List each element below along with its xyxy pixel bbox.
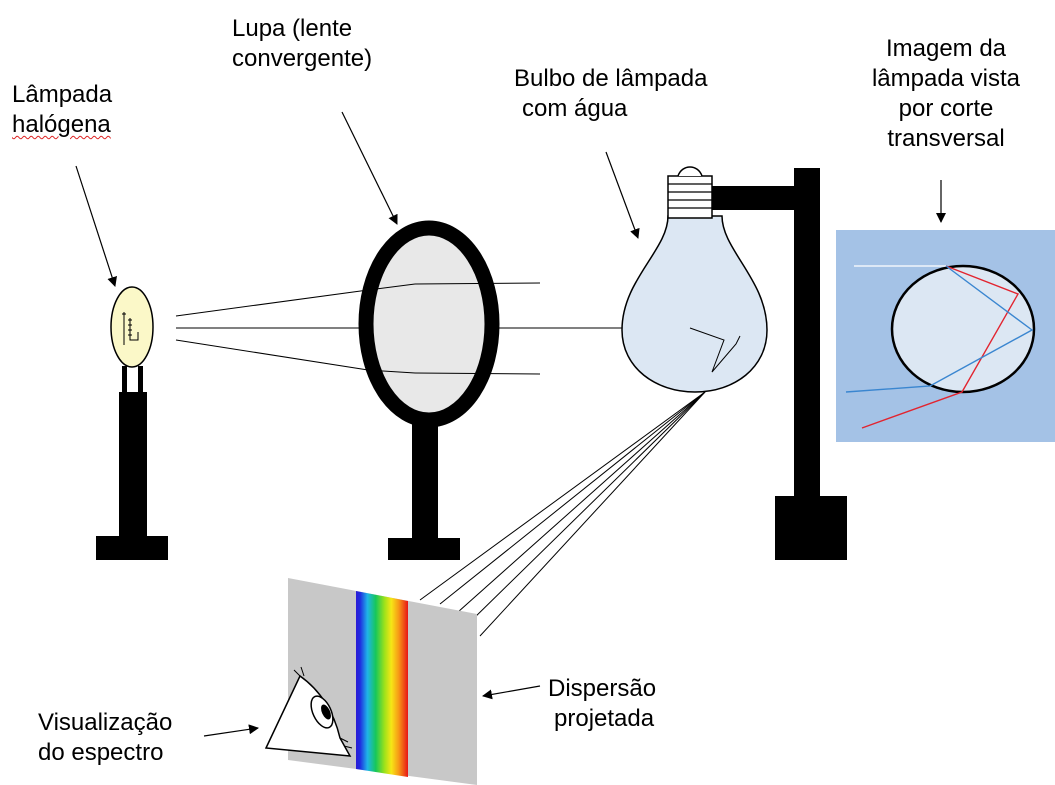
halogen-lamp-stand xyxy=(96,366,168,560)
arrow-to-eye xyxy=(203,724,259,737)
label-projection-line1: Dispersão xyxy=(548,675,657,702)
label-magnifier-line2: convergente) xyxy=(232,45,373,72)
label-cross-section-line1: Imagem da xyxy=(885,35,1007,62)
light-rays-after-lens xyxy=(367,282,541,375)
label-magnifier-line1: Lupa (lente xyxy=(232,15,353,42)
bulb-stand xyxy=(708,168,847,560)
label-viewer-line2: do espectro xyxy=(38,739,164,766)
label-cross-section: Imagem da lâmpada vista por corte transv… xyxy=(846,34,1046,154)
label-cross-section-line2: lâmpada vista xyxy=(871,65,1021,92)
dispersed-rays xyxy=(419,391,706,637)
label-viewer: Visualização do espectro xyxy=(38,708,172,768)
magnifying-lens-icon xyxy=(358,220,500,428)
label-projection-line2: projetada xyxy=(554,705,655,732)
label-projection: Dispersão projetada xyxy=(548,674,656,734)
arrow-to-screen xyxy=(482,685,541,700)
label-cross-section-line3: por corte xyxy=(898,95,994,122)
arrow-to-halogen-lamp xyxy=(75,165,117,287)
halogen-lamp-icon xyxy=(110,286,154,368)
eye-icon xyxy=(264,666,353,757)
arrow-to-lens xyxy=(341,111,398,225)
label-cross-section-line4: transversal xyxy=(887,125,1005,152)
arrow-to-bulb xyxy=(605,151,640,239)
label-water-bulb: Bulbo de lâmpada com água xyxy=(514,64,707,124)
lens-stand xyxy=(388,420,460,560)
projection-screen xyxy=(288,578,477,785)
cross-section-panel xyxy=(836,230,1055,442)
light-bulb-icon xyxy=(621,166,768,393)
label-halogen-lamp-line2: halógena xyxy=(12,111,111,138)
pointer-arrows xyxy=(75,111,946,737)
label-halogen-lamp: Lâmpada halógena xyxy=(12,80,112,140)
label-magnifier: Lupa (lente convergente) xyxy=(232,14,372,74)
label-viewer-line1: Visualização xyxy=(38,709,173,736)
label-water-bulb-line2: com água xyxy=(522,95,628,122)
label-water-bulb-line1: Bulbo de lâmpada xyxy=(514,65,708,92)
label-halogen-lamp-line1: Lâmpada xyxy=(12,81,113,108)
